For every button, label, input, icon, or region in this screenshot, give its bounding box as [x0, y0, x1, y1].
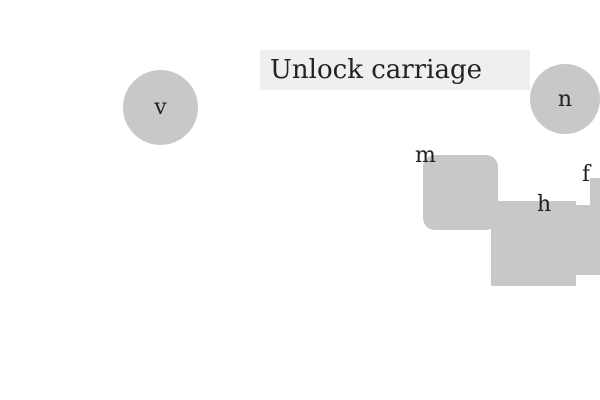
square-node-f-top[interactable]	[590, 178, 600, 208]
square-node-m[interactable]	[423, 155, 498, 230]
node-v-label: v	[154, 95, 167, 120]
square-node-f[interactable]	[575, 205, 600, 275]
circle-node-n[interactable]: n	[530, 64, 600, 134]
circle-node-v[interactable]: v	[123, 70, 198, 145]
node-n-label: n	[557, 86, 573, 112]
square-node-h[interactable]	[491, 201, 576, 286]
node-f-label: f	[582, 162, 591, 187]
unlock-carriage-label[interactable]: Unlock carriage	[260, 50, 530, 90]
node-m-label: m	[415, 143, 436, 168]
node-h-label: h	[537, 192, 552, 217]
